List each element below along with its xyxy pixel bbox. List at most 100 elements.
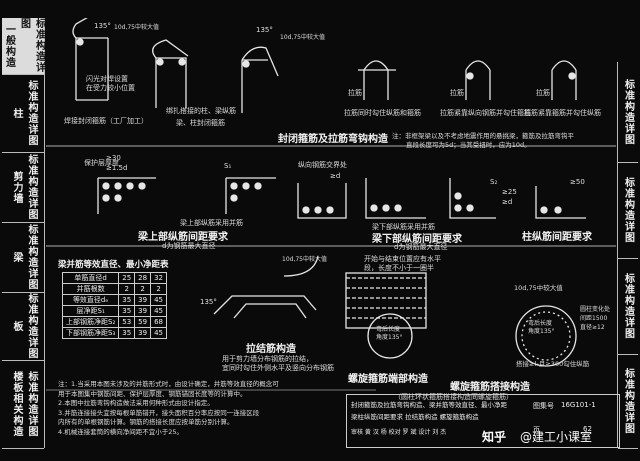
atlas-label: 图集号 <box>533 402 554 410</box>
tab-main-label: 标准构造详图 <box>26 224 37 290</box>
table-cell: 35 <box>118 294 136 306</box>
tie-label: 拉筋 <box>536 89 550 97</box>
table-cell: 59 <box>134 316 152 328</box>
bottom-bundle-note: 梁下部纵筋采用并筋 <box>372 223 435 231</box>
spiral-note: 开始与结束位置应有水平 <box>364 255 441 263</box>
tab-slab[interactable]: 板 标准构造详图 <box>2 292 44 361</box>
cover-label: 保护层厚度 <box>84 159 119 167</box>
sign-row: 审核 黄 汉 杨 校对 罗 斌 设计 刘 杰 <box>351 429 447 436</box>
tab-side-label: 剪力墙 <box>11 170 22 204</box>
right-tab[interactable]: 标准构造详图 <box>618 258 638 355</box>
spiral-lap-label: 弯后长度 <box>528 320 553 327</box>
tie-detail-note: 宜同时勾住外侧水平及竖向分布钢筋 <box>222 364 334 372</box>
note-line: 4.机械连接套筒的横向净间距不宜小于25。 <box>58 427 183 436</box>
tab-column[interactable]: 柱 标准构造详图 <box>2 74 44 153</box>
angle-label: 135° <box>200 298 217 306</box>
tab-shear-wall[interactable]: 剪力墙 标准构造详图 <box>2 152 44 223</box>
table-cell: 53 <box>118 316 136 328</box>
dim-label: ≥30 <box>106 154 121 162</box>
tie-label: 拉筋 <box>348 89 362 97</box>
note-line: 内所有的单根钢筋计算。钢筋的搭接长度应按单筋分别计算。 <box>58 418 234 426</box>
tab-main-label: 标准构造详图 <box>26 154 37 220</box>
tab-side-label: 一般构造 <box>3 24 15 68</box>
line-drawings <box>46 18 616 391</box>
title-block: 封闭箍筋及拉筋弯钩构造、梁并筋等效直径、最小净距 梁柱纵筋间距要求 拉结筋构造 … <box>346 394 620 448</box>
right-tab[interactable]: 标准构造详图 <box>618 62 638 163</box>
note-line: 注：1.当采用本图未涉及的并筋形式时，由设计确定，并筋等效直径的概念可 <box>58 380 279 388</box>
note-line: 用于本图集中钢筋间距、保护层厚度、钢筋锚固长度等的计算中。 <box>58 389 247 398</box>
spiral-lap-note: 直径≥12 <box>580 324 605 331</box>
table-cell: 单筋直径d <box>61 272 120 284</box>
tie-detail-title: 拉结筋构造 <box>246 344 296 355</box>
tab-general-construction[interactable]: 一般构造 标准构造详图 <box>2 18 45 75</box>
table-cell: 上部钢筋净距S₂ <box>61 316 120 328</box>
section-title-hooks: 封闭箍筋及拉筋弯钩构造 <box>278 134 388 145</box>
note-line: 3.并筋连接接头宜按每根单筋错开，接头面积百分率应按同一连接区段 <box>58 408 260 417</box>
bottom-note: 纵向钢筋交界处 <box>298 161 347 169</box>
spiral-lap-bottom: 搭接≥l₄且≥300勾住纵筋 <box>516 360 590 368</box>
table-cell: 2 <box>134 283 152 295</box>
spiral-sub: （圆柱环状箍筋搭接构造同螺旋箍筋） <box>394 393 513 401</box>
table-cell: 2 <box>150 283 168 295</box>
right-tab[interactable]: 标准构造详图 <box>618 162 638 259</box>
tab-main-label: 标准构造详图 <box>26 293 37 359</box>
table-cell: 层净距S₁ <box>61 305 120 317</box>
tab-main-label: 标准构造详图 <box>26 371 37 437</box>
tie-caption: 拉筋紧靠纵向钢筋并勾住箍筋 <box>440 109 531 117</box>
tie-caption: 拉筋紧靠箍筋并勾住纵筋 <box>524 109 601 117</box>
spiral-lap-note: 间距1500 <box>580 315 608 322</box>
spiral-lap-note: 圆柱变化处 <box>580 306 611 313</box>
zhihu-watermark-logo: 知乎 <box>482 430 507 444</box>
tab-side-label: 楼板相关构造 <box>11 371 22 437</box>
page-number: 62 <box>583 425 592 433</box>
right-tab-label: 标准构造详图 <box>622 79 634 145</box>
tab-main-label: 标准构造详图 <box>18 18 45 73</box>
column-spacing-title: 柱纵筋间距要求 <box>522 232 592 243</box>
dim-label: ≥d <box>502 198 513 206</box>
table-cell: 35 <box>118 327 136 339</box>
hook-note: 注：非框架梁以及不考虑地震作用的悬挑梁，箍筋及拉筋弯钩平 <box>392 132 574 140</box>
top-bundle-note: 梁上部纵筋采用并筋 <box>180 219 243 227</box>
right-tab-label: 标准构造详图 <box>622 177 634 243</box>
top-spacing-title: 梁上部纵筋间距要求 <box>138 232 228 243</box>
bind-note: 绑扎搭接的柱、梁纵筋 <box>166 107 236 115</box>
tab-side-label: 板 <box>11 320 22 332</box>
top-spacing-sub: d为钢筋最大直径 <box>162 242 216 250</box>
tie-detail-note: 用于剪力墙分布钢筋的拉结， <box>222 355 313 363</box>
table-cell: 39 <box>134 327 152 339</box>
hook-note: 直段长度可为5d；当其受扭时，应为10d。 <box>406 141 531 149</box>
spiral-note: 段，长度不小于一圈半 <box>364 264 434 272</box>
drawing-content: 135° 10d,75中较大值 闪光对焊设置 在受力较小位置 焊接封闭箍筋（工厂… <box>46 18 616 448</box>
s2-label: S₂ <box>490 178 498 186</box>
hook-length-label: 10d,75中较大值 <box>282 256 327 263</box>
title-block-line: 梁柱纵筋间距要求 拉结筋构造 螺旋箍筋构造 <box>351 413 479 421</box>
right-tab-label: 标准构造详图 <box>622 368 634 434</box>
table-cell: 28 <box>134 272 152 284</box>
page-label: 页 <box>533 426 540 434</box>
angle-label: 135° <box>94 22 111 30</box>
tab-slab-related[interactable]: 楼板相关构造 标准构造详图 <box>2 360 44 449</box>
stirrup-line <box>75 37 108 100</box>
left-tab-column: 一般构造 标准构造详图 柱 标准构造详图 剪力墙 标准构造详图 梁 标准构造详图… <box>2 18 45 449</box>
table-cell: 39 <box>134 294 152 306</box>
tab-beam[interactable]: 梁 标准构造详图 <box>2 222 44 293</box>
s1-label: S₁ <box>224 162 232 170</box>
spiral-lap-len: 10d,75中较大值 <box>514 284 563 292</box>
tie-label: 拉筋 <box>450 89 464 97</box>
weld-note: 在受力较小位置 <box>86 84 135 92</box>
spiral-lap-title: 螺旋箍筋搭接构造 <box>450 382 530 393</box>
bottom-spacing-sub: d为钢筋最大直径 <box>394 243 448 251</box>
tab-side-label: 柱 <box>11 107 22 119</box>
table-cell: 45 <box>150 305 168 317</box>
table-cell: 2 <box>118 283 136 295</box>
right-tab[interactable]: 标准构造详图 <box>618 354 638 449</box>
table-title: 梁并筋等效直径、最小净距表 <box>58 260 169 270</box>
zhihu-watermark-text: @建工小课室 <box>520 430 593 444</box>
tab-main-label: 标准构造详图 <box>26 80 37 146</box>
tab-side-label: 梁 <box>11 251 22 263</box>
